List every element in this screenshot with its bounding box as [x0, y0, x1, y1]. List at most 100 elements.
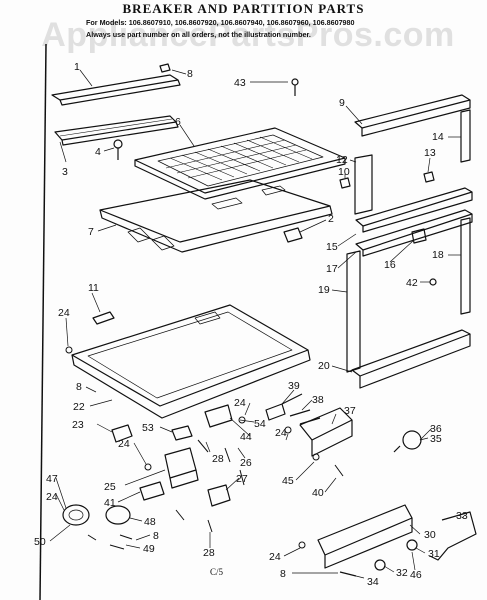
callout-label: 4	[95, 146, 101, 158]
callout-label: 42	[406, 277, 418, 289]
callout-label: 24	[275, 427, 287, 439]
part-7-tray	[99, 179, 333, 253]
part-37-housing	[299, 407, 353, 457]
callout-label: 28	[212, 453, 224, 465]
callout-label: 47	[46, 473, 58, 485]
part-41-terminal	[139, 481, 165, 501]
callout-label: 49	[143, 543, 155, 555]
callout-label: 12	[336, 154, 348, 166]
part-32-knob	[374, 559, 386, 571]
part-31-knob	[406, 539, 418, 551]
callout-label: 28	[203, 547, 215, 559]
callout-label: 53	[142, 422, 154, 434]
models-line: For Models: 106.8607910, 106.8607920, 10…	[86, 18, 355, 27]
callout-label: 9	[339, 97, 345, 109]
part-33-handle	[429, 511, 477, 561]
part-13-clip	[423, 171, 435, 183]
callout-label: 39	[288, 380, 300, 392]
leader-lines	[49, 69, 465, 579]
part-16-latch	[411, 228, 427, 244]
callout-label: 24	[58, 307, 70, 319]
part-35-bulb	[393, 430, 422, 453]
callout-label: 36	[430, 423, 442, 435]
part-6-grille-frame	[134, 127, 346, 200]
callout-label: 31	[428, 548, 440, 560]
callout-label: 24	[234, 397, 246, 409]
callout-label: 32	[396, 567, 408, 579]
callout-label: 26	[240, 457, 252, 469]
callout-label: 44	[240, 431, 252, 443]
part-2-latch	[283, 227, 303, 243]
callout-label: 8	[280, 568, 286, 580]
callout-label: 17	[326, 263, 338, 275]
callout-label: 11	[88, 282, 99, 294]
part-4-fastener	[113, 139, 123, 160]
callout-label: 1	[74, 61, 80, 73]
callout-label: 8	[187, 68, 193, 80]
callout-label: 45	[282, 475, 294, 487]
callout-label: 20	[318, 360, 330, 372]
part-19-post	[346, 250, 361, 373]
callout-label: 48	[144, 516, 156, 528]
callout-label: 8	[76, 381, 82, 393]
part-53-socket	[171, 425, 193, 441]
part-38-wire	[289, 409, 321, 425]
footer-code: C/5	[210, 567, 224, 577]
callout-label: 54	[254, 418, 266, 430]
callout-label: 19	[318, 284, 330, 296]
callout-label: 43	[234, 77, 246, 89]
part-14-post	[460, 109, 471, 163]
part-43-screw	[291, 78, 299, 96]
part-30-bracket	[317, 504, 413, 569]
callout-label: 15	[326, 241, 338, 253]
callout-label: 23	[72, 419, 84, 431]
callout-label: 3	[62, 166, 68, 178]
callout-label: 40	[312, 487, 324, 499]
part-26-switch	[207, 484, 231, 507]
callout-label: 25	[104, 481, 116, 493]
part-rail-3	[54, 115, 179, 146]
callout-label: 50	[34, 536, 46, 548]
callout-label: 41	[104, 497, 116, 509]
callout-label: 35	[430, 433, 442, 445]
part-23-clip	[111, 424, 133, 443]
callout-labels: 1 8 43 9 4 6 14 13 12 3 10 7 2 15 16 18 …	[34, 61, 468, 588]
small-screws	[65, 346, 344, 550]
part-39-lever	[265, 393, 303, 421]
note-line: Always use part number on all orders, no…	[86, 30, 311, 39]
callout-label: 16	[384, 259, 396, 271]
callout-label: 7	[88, 226, 94, 238]
part-12-post	[354, 154, 373, 215]
part-42-button	[429, 278, 437, 286]
callout-label: 18	[432, 249, 444, 261]
callout-label: 24	[269, 551, 281, 563]
callout-label: 34	[367, 576, 379, 588]
callout-label: 22	[73, 401, 85, 413]
part-rail-1	[51, 74, 181, 106]
watermark: AppliancePartsPros.com	[41, 16, 455, 54]
part-22-breaker-panel	[71, 304, 311, 419]
part-18-post	[460, 217, 471, 315]
part-8-clip	[159, 63, 171, 73]
callout-label: 13	[424, 147, 436, 159]
page-edge-line	[39, 43, 47, 600]
part-17-strip	[355, 209, 473, 251]
callout-label: 30	[424, 529, 436, 541]
callout-label: 10	[338, 166, 350, 178]
callout-label: 46	[410, 569, 422, 581]
part-20-strip	[351, 329, 471, 389]
callout-label: 38	[312, 394, 324, 406]
callout-label: 8	[153, 530, 159, 542]
callout-label: 6	[175, 116, 181, 128]
part-10-clip	[339, 177, 351, 189]
part-25-socket	[164, 447, 199, 489]
callout-label: 24	[118, 438, 130, 450]
part-11-vent	[92, 311, 115, 325]
part-47-lens	[62, 504, 90, 526]
callout-label: 27	[236, 473, 248, 485]
part-9-strip	[354, 94, 471, 137]
callout-label: 2	[328, 213, 334, 225]
callout-label: 33	[456, 510, 468, 522]
